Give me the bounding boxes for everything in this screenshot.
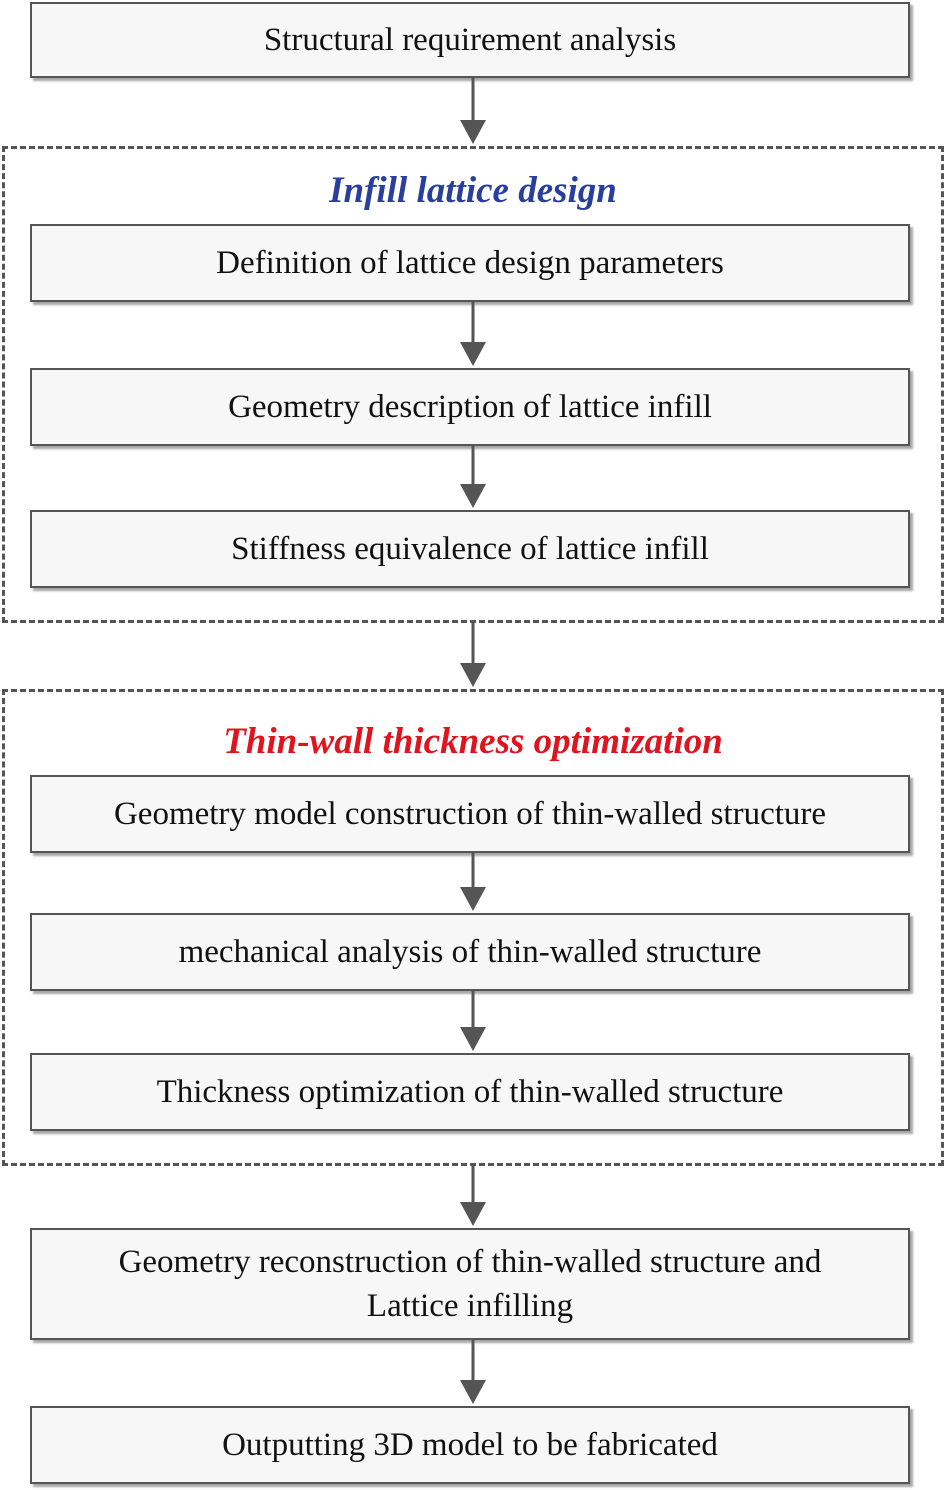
step-label: Geometry description of lattice infill xyxy=(228,389,712,425)
step-thickness-optimization: Thickness optimization of thin-walled st… xyxy=(30,1053,910,1131)
step-label-line2: Lattice infilling xyxy=(366,1288,574,1324)
step-label: Structural requirement analysis xyxy=(263,22,677,58)
step-label: Stiffness equivalence of lattice infill xyxy=(231,531,709,567)
step-label: Outputting 3D model to be fabricated xyxy=(222,1427,718,1463)
step-geometry-model-construction: Geometry model construction of thin-wall… xyxy=(30,775,910,853)
arrow-down-icon xyxy=(458,991,488,1053)
arrow-down-icon xyxy=(458,78,488,146)
arrow-down-icon xyxy=(458,1166,488,1228)
step-output-3d-model: Outputting 3D model to be fabricated xyxy=(30,1406,910,1484)
step-geometry-description-lattice: Geometry description of lattice infill xyxy=(30,368,910,446)
arrow-down-icon xyxy=(458,1340,488,1406)
step-label: Definition of lattice design parameters xyxy=(216,245,724,281)
step-label: Thickness optimization of thin-walled st… xyxy=(156,1074,784,1110)
step-mechanical-analysis: mechanical analysis of thin-walled struc… xyxy=(30,913,910,991)
step-geometry-reconstruction: Geometry reconstruction of thin-walled s… xyxy=(30,1228,910,1340)
step-definition-lattice-parameters: Definition of lattice design parameters xyxy=(30,224,910,302)
arrow-down-icon xyxy=(458,446,488,510)
group-infill-lattice-design: Infill lattice design xyxy=(2,146,944,623)
step-label: Geometry model construction of thin-wall… xyxy=(113,796,827,832)
step-structural-requirement-analysis: Structural requirement analysis xyxy=(30,2,910,78)
arrow-down-icon xyxy=(458,853,488,913)
step-stiffness-equivalence: Stiffness equivalence of lattice infill xyxy=(30,510,910,588)
group-thin-wall-optimization: Thin-wall thickness optimization xyxy=(2,689,944,1166)
step-label-line1: Geometry reconstruction of thin-walled s… xyxy=(118,1244,822,1280)
step-label: mechanical analysis of thin-walled struc… xyxy=(178,934,762,970)
arrow-down-icon xyxy=(458,623,488,689)
group-title-infill: Infill lattice design xyxy=(329,170,617,211)
group-title-thinwall: Thin-wall thickness optimization xyxy=(223,721,723,762)
arrow-down-icon xyxy=(458,302,488,368)
